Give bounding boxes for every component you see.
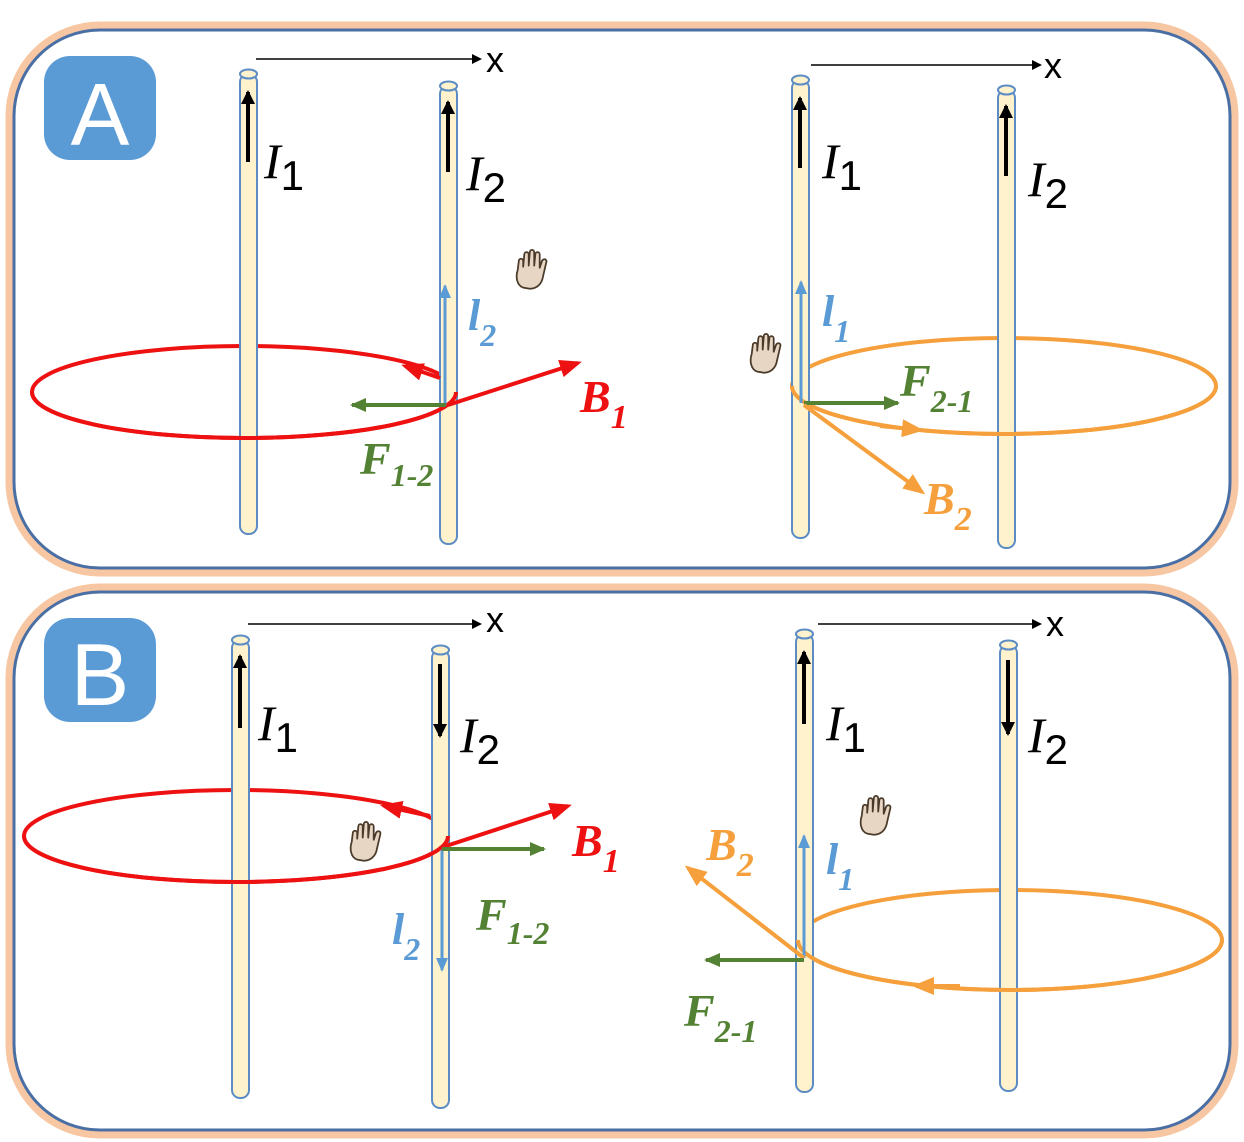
force-label-f12: F1-2 [475,889,549,951]
field-vector-b1 [447,359,582,407]
panel-b-glow [5,583,1239,1139]
wire-2 [999,639,1018,1092]
field-loop-direction-arrow [380,801,431,819]
panel-a-badge [44,56,156,160]
length-label-l1: l1 [822,287,850,349]
panel-b: B x x I1 I2 l2 B1 F1-2 [5,583,1239,1139]
current-label-i2: I2 [1027,151,1068,217]
length-label-l1: l1 [826,835,854,897]
panel-a: A x x I1 I2 l2 B1 F1-2 [5,21,1239,577]
field-loop-direction-arrow [879,419,924,438]
current-label-i1: I1 [257,695,298,761]
field-vector-b1 [439,803,572,850]
panel-a-frame [12,28,1232,570]
x-axis-label: x [1046,603,1064,644]
field-label-b2: B2 [923,473,972,538]
panel-a-glow [5,21,1239,577]
panel-b-badge-label: B [71,625,130,724]
field-loop-b2-front [790,385,1218,436]
current-label-i1: I1 [263,133,304,199]
current-label-i2: I2 [465,145,506,211]
field-vector-b2 [684,865,806,960]
field-label-b1: B1 [579,371,628,436]
current-label-i2: I2 [459,707,500,773]
field-loop-b1-front [22,835,450,884]
current-label-i1: I1 [821,133,862,199]
field-label-b2: B2 [705,819,754,884]
length-label-l2: l2 [392,905,420,967]
field-loop-b1-front [30,391,458,440]
field-label-b1: B1 [571,815,620,880]
x-axis-label: x [486,39,504,80]
wire-1 [239,68,258,535]
force-label-f21: F2-1 [683,985,757,1049]
panel-a-badge-label: A [71,65,130,164]
x-axis-label: x [486,599,504,640]
panel-b-badge [44,618,156,722]
current-label-i2: I2 [1027,707,1068,773]
field-vector-b2 [802,403,926,495]
length-label-l2: l2 [468,291,496,353]
wire-2 [439,80,458,545]
panel-b-frame [12,590,1232,1132]
force-label-f21: F2-1 [899,355,973,419]
x-axis-label: x [1044,45,1062,86]
field-loop-direction-arrow [401,363,441,381]
field-loop-b2-front [796,939,1224,992]
wire-1 [231,634,250,1099]
force-label-f12: F1-2 [359,433,433,493]
current-label-i1: I1 [825,695,866,761]
